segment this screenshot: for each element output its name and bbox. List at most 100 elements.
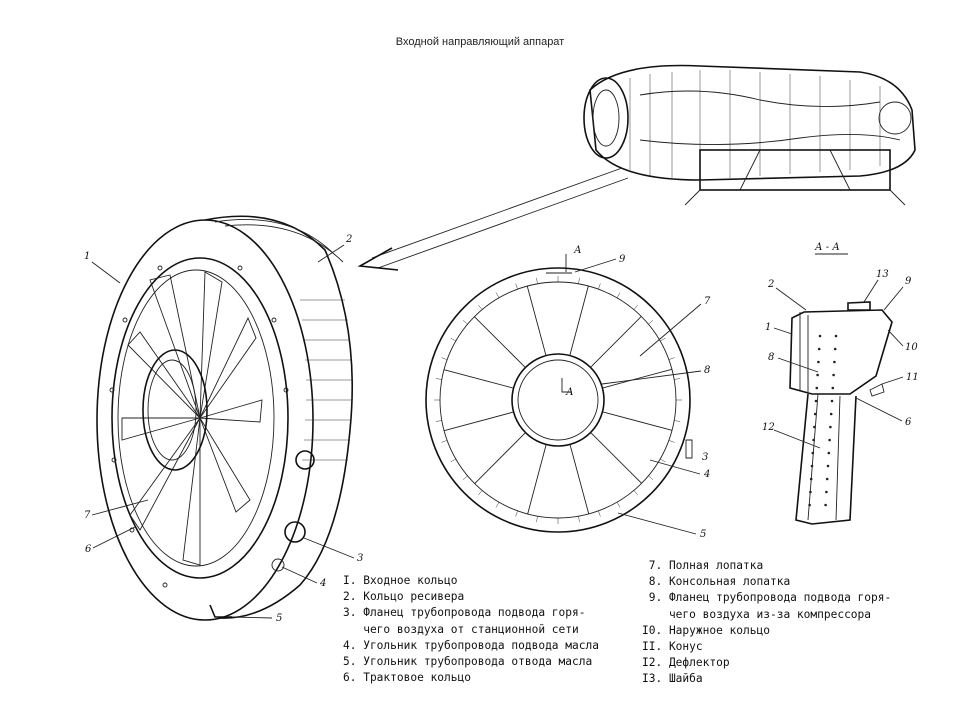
vane-line (526, 285, 547, 356)
vane-line (569, 444, 590, 515)
cooling-hole (809, 490, 812, 494)
callout-8-front: 8 (704, 365, 710, 376)
front-view (425, 267, 693, 533)
cooling-hole (832, 373, 835, 377)
rim-tick (515, 283, 518, 290)
callout-10: 10 (905, 342, 918, 353)
cooling-hole (811, 451, 815, 455)
cooling-hole (810, 464, 814, 468)
cooling-hole (812, 438, 815, 442)
cooling-hole (813, 425, 816, 429)
rim-tick (536, 277, 538, 284)
cooling-hole (816, 373, 819, 377)
rim-tick (598, 510, 601, 517)
rim-tick (598, 283, 601, 290)
pointer-arrow (357, 167, 629, 271)
vane-line (443, 411, 514, 432)
cooling-hole (825, 477, 829, 481)
cooling-holes (808, 334, 838, 507)
callout-4-front: 4 (703, 469, 710, 480)
legend-item: 6. Трактовое кольцо (343, 671, 471, 685)
page-title: Входной направляющий аппарат (395, 36, 565, 48)
cooling-hole (826, 464, 830, 468)
rim-tick (515, 510, 518, 517)
cooling-hole (829, 425, 832, 429)
cooling-hole (814, 399, 818, 403)
callout-11: 11 (906, 372, 919, 383)
rim-tick (495, 292, 500, 298)
rim-tick (441, 357, 448, 360)
rim-tick (660, 337, 666, 342)
rim-tick (668, 357, 675, 360)
callout-6-section: 6 (905, 417, 912, 428)
cooling-hole (815, 386, 819, 390)
legend-item: I2. Дефлектор (642, 656, 730, 670)
engine-illustration (583, 64, 916, 206)
legend-item: 3. Фланец трубопровода подвода горя- (343, 606, 586, 620)
callout-9-section: 9 (905, 276, 912, 287)
rim-tick (441, 440, 448, 443)
legend-item: чего воздуха из-за компрессора (642, 607, 872, 621)
legend-item: 7. Полная лопатка (642, 559, 764, 572)
callout-8-section: 8 (768, 352, 774, 363)
vane-line (590, 316, 642, 368)
rim-tick (660, 458, 666, 463)
cooling-hole (818, 334, 822, 338)
rim-tick (536, 516, 538, 523)
cooling-hole (827, 451, 831, 455)
rim-tick (478, 490, 483, 496)
legend-item: I0. Наружное кольцо (642, 623, 770, 637)
cooling-hole (829, 412, 833, 416)
legend-item: I3. Шайба (642, 672, 703, 686)
callout-9: 9 (619, 254, 626, 265)
cut-label-center: А (565, 387, 574, 398)
cooling-hole (828, 438, 831, 442)
vane-line (443, 369, 514, 389)
rim-tick (633, 304, 638, 310)
cooling-hole (831, 386, 835, 390)
section-title: А - А (814, 242, 840, 253)
vane-line (602, 411, 673, 431)
rim-tick (648, 320, 654, 325)
rim-tick (495, 502, 500, 508)
rim-tick (435, 378, 442, 380)
callout-5-front: 5 (700, 529, 706, 540)
callout-3-front: 3 (702, 452, 708, 463)
rim-tick (462, 320, 468, 325)
rim-tick (478, 304, 483, 310)
cooling-hole (824, 503, 827, 507)
callout-7: 7 (84, 510, 91, 521)
legend-item: 8. Консольная лопатка (642, 575, 791, 589)
rim-tick (674, 420, 681, 422)
callout-12: 12 (762, 422, 775, 433)
cooling-hole (813, 412, 817, 416)
callout-1-section: 1 (765, 322, 771, 333)
cooling-hole (834, 334, 838, 338)
callout-5: 5 (276, 613, 282, 624)
legend-item: 4. Угольник трубопровода подвода масла (343, 638, 599, 652)
rim-tick (578, 516, 580, 523)
rim-tick (616, 292, 621, 298)
rim-tick (450, 458, 456, 463)
callout-13: 13 (876, 269, 889, 280)
vane-line (590, 432, 642, 484)
vane-line (474, 432, 526, 484)
callout-2: 2 (345, 234, 352, 245)
cut-label-top: А (573, 245, 582, 256)
legend-item: I. Входное кольцо (343, 574, 458, 587)
rim-tick (674, 378, 681, 380)
cooling-hole (808, 503, 811, 507)
rim-tick (648, 475, 654, 480)
section-aa (789, 253, 893, 525)
cooling-hole (833, 360, 836, 364)
legend-item: 5. Угольник трубопровода отвода масла (343, 655, 593, 669)
rim-tick (668, 440, 675, 443)
vane-line (602, 368, 673, 389)
callouts: 1 2 3 4 5 6 7 9 А 7 8 А 3 4 5 А - А 2 13 (84, 234, 919, 624)
rim-tick (633, 490, 638, 496)
rim-tick (435, 420, 442, 422)
vane-spokes (434, 276, 682, 524)
guide-vanes (121, 271, 263, 566)
legend-item: 9. Фланец трубопровода подвода горя- (642, 591, 892, 605)
